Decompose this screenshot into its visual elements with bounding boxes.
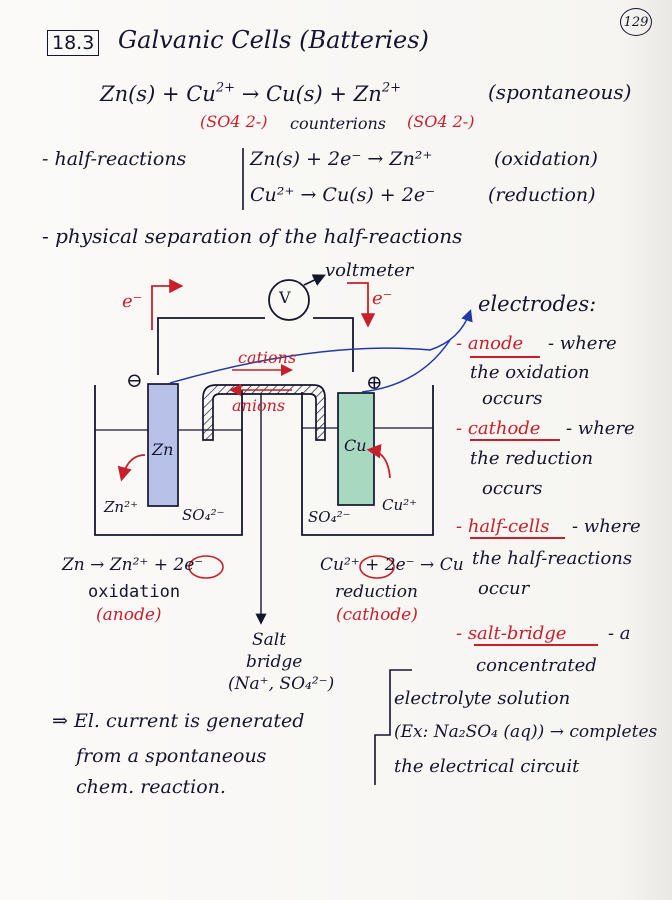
salt-bridge-label-3: (Na⁺, SO₄²⁻) — [228, 674, 335, 694]
cathode-def-3: occurs — [482, 478, 543, 499]
electron-arrow-right — [347, 282, 376, 328]
minus-terminal: ⊖ — [126, 368, 143, 392]
left-ion-so4: SO₄²⁻ — [182, 506, 225, 524]
counterion-label: counterions — [290, 114, 387, 133]
zn-electrode-label: Zn — [152, 440, 174, 459]
counterion-right: (SO4 2-) — [407, 112, 475, 131]
saltbridge-def-2: concentrated — [476, 655, 597, 676]
right-reaction: Cu²⁺ + 2e⁻ → Cu — [320, 555, 464, 575]
wire-right — [313, 317, 354, 372]
right-role: (cathode) — [336, 605, 418, 625]
left-role: (anode) — [96, 605, 162, 625]
reaction-equation: Zn(s) + Cu2+ → Cu(s) + Zn2+ — [100, 81, 401, 106]
conclusion-line-2: from a spontaneous — [76, 745, 267, 767]
right-ion-so4: SO₄²⁻ — [308, 508, 351, 526]
page-number: 129 — [620, 8, 652, 36]
wire-left — [157, 317, 265, 375]
page-title: Galvanic Cells (Batteries) — [118, 26, 429, 54]
voltmeter-circle — [268, 279, 310, 321]
reaction-note: (spontaneous) — [488, 80, 632, 104]
salt-bridge-label-1: Salt — [252, 630, 287, 650]
anode-def-1: - where — [548, 333, 617, 354]
halfcells-term: - half-cells — [456, 516, 550, 537]
right-ion-cu: Cu²⁺ — [382, 496, 418, 514]
right-process: reduction — [335, 582, 418, 602]
section-number: 18.3 — [47, 30, 100, 56]
zn-electrode — [147, 383, 179, 507]
saltbridge-def-1: - a — [608, 623, 631, 644]
reduction-tag: (reduction) — [488, 184, 596, 206]
beaker-left — [94, 385, 243, 536]
electron-label-left: e⁻ — [122, 291, 143, 312]
separation-note: - physical separation of the half-reacti… — [42, 224, 463, 248]
halfcells-def-3: occur — [478, 578, 530, 599]
electrodes-heading: electrodes: — [478, 292, 597, 316]
reduction-equation: Cu²⁺ → Cu(s) + 2e⁻ — [250, 184, 436, 206]
cu-electrode-label: Cu — [344, 436, 367, 455]
anode-def-3: occurs — [482, 388, 543, 409]
halfcells-def-2: the half-reactions — [472, 548, 633, 569]
conclusion-line-1: ⇒ El. current is generated — [52, 710, 305, 732]
reaction-lhs: Zn(s) + Cu — [100, 82, 216, 106]
reaction-arrow: → — [241, 82, 266, 106]
saltbridge-def-4: (Ex: Na₂SO₄ (aq)) → completes — [394, 722, 658, 742]
halfcells-def-1: - where — [572, 516, 641, 537]
oxidation-equation: Zn(s) + 2e⁻ → Zn²⁺ — [250, 148, 433, 170]
salt-bridge-label-2: bridge — [246, 652, 303, 672]
plus-terminal: ⊕ — [366, 370, 383, 394]
electron-arrow-left — [151, 278, 184, 330]
cathode-def-1: - where — [566, 418, 635, 439]
electrodes-pointer — [169, 309, 473, 384]
counterion-left: (SO4 2-) — [200, 112, 268, 131]
saltbridge-def-3: electrolyte solution — [394, 688, 571, 709]
left-process: oxidation — [88, 582, 181, 602]
saltbridge-term: - salt-bridge — [456, 623, 567, 644]
anions-label: anions — [232, 396, 286, 415]
saltbridge-def-5: the electrical circuit — [394, 756, 580, 777]
voltmeter-pointer — [303, 274, 326, 286]
cathode-term: - cathode — [456, 418, 541, 439]
conclusion-line-3: chem. reaction. — [76, 776, 226, 798]
voltmeter-symbol: V — [279, 288, 291, 307]
anode-def-2: the oxidation — [470, 362, 590, 383]
cathode-def-2: the reduction — [470, 448, 594, 469]
reaction-rhs-charge: 2+ — [381, 80, 401, 96]
left-ion-zn: Zn²⁺ — [104, 498, 139, 516]
beaker-right — [301, 385, 434, 536]
reaction-lhs-charge: 2+ — [215, 80, 236, 96]
voltmeter-label: voltmeter — [325, 260, 414, 281]
cations-label: cations — [238, 348, 297, 367]
anode-term: - anode — [456, 333, 524, 354]
electron-label-right: e⁻ — [372, 288, 393, 309]
left-reaction: Zn → Zn²⁺ + 2e⁻ — [62, 555, 204, 575]
salt-bridge — [202, 384, 326, 441]
reaction-rhs: Cu(s) + Zn — [265, 82, 382, 106]
oxidation-tag: (oxidation) — [494, 148, 598, 170]
half-reactions-label: - half-reactions — [42, 148, 187, 170]
